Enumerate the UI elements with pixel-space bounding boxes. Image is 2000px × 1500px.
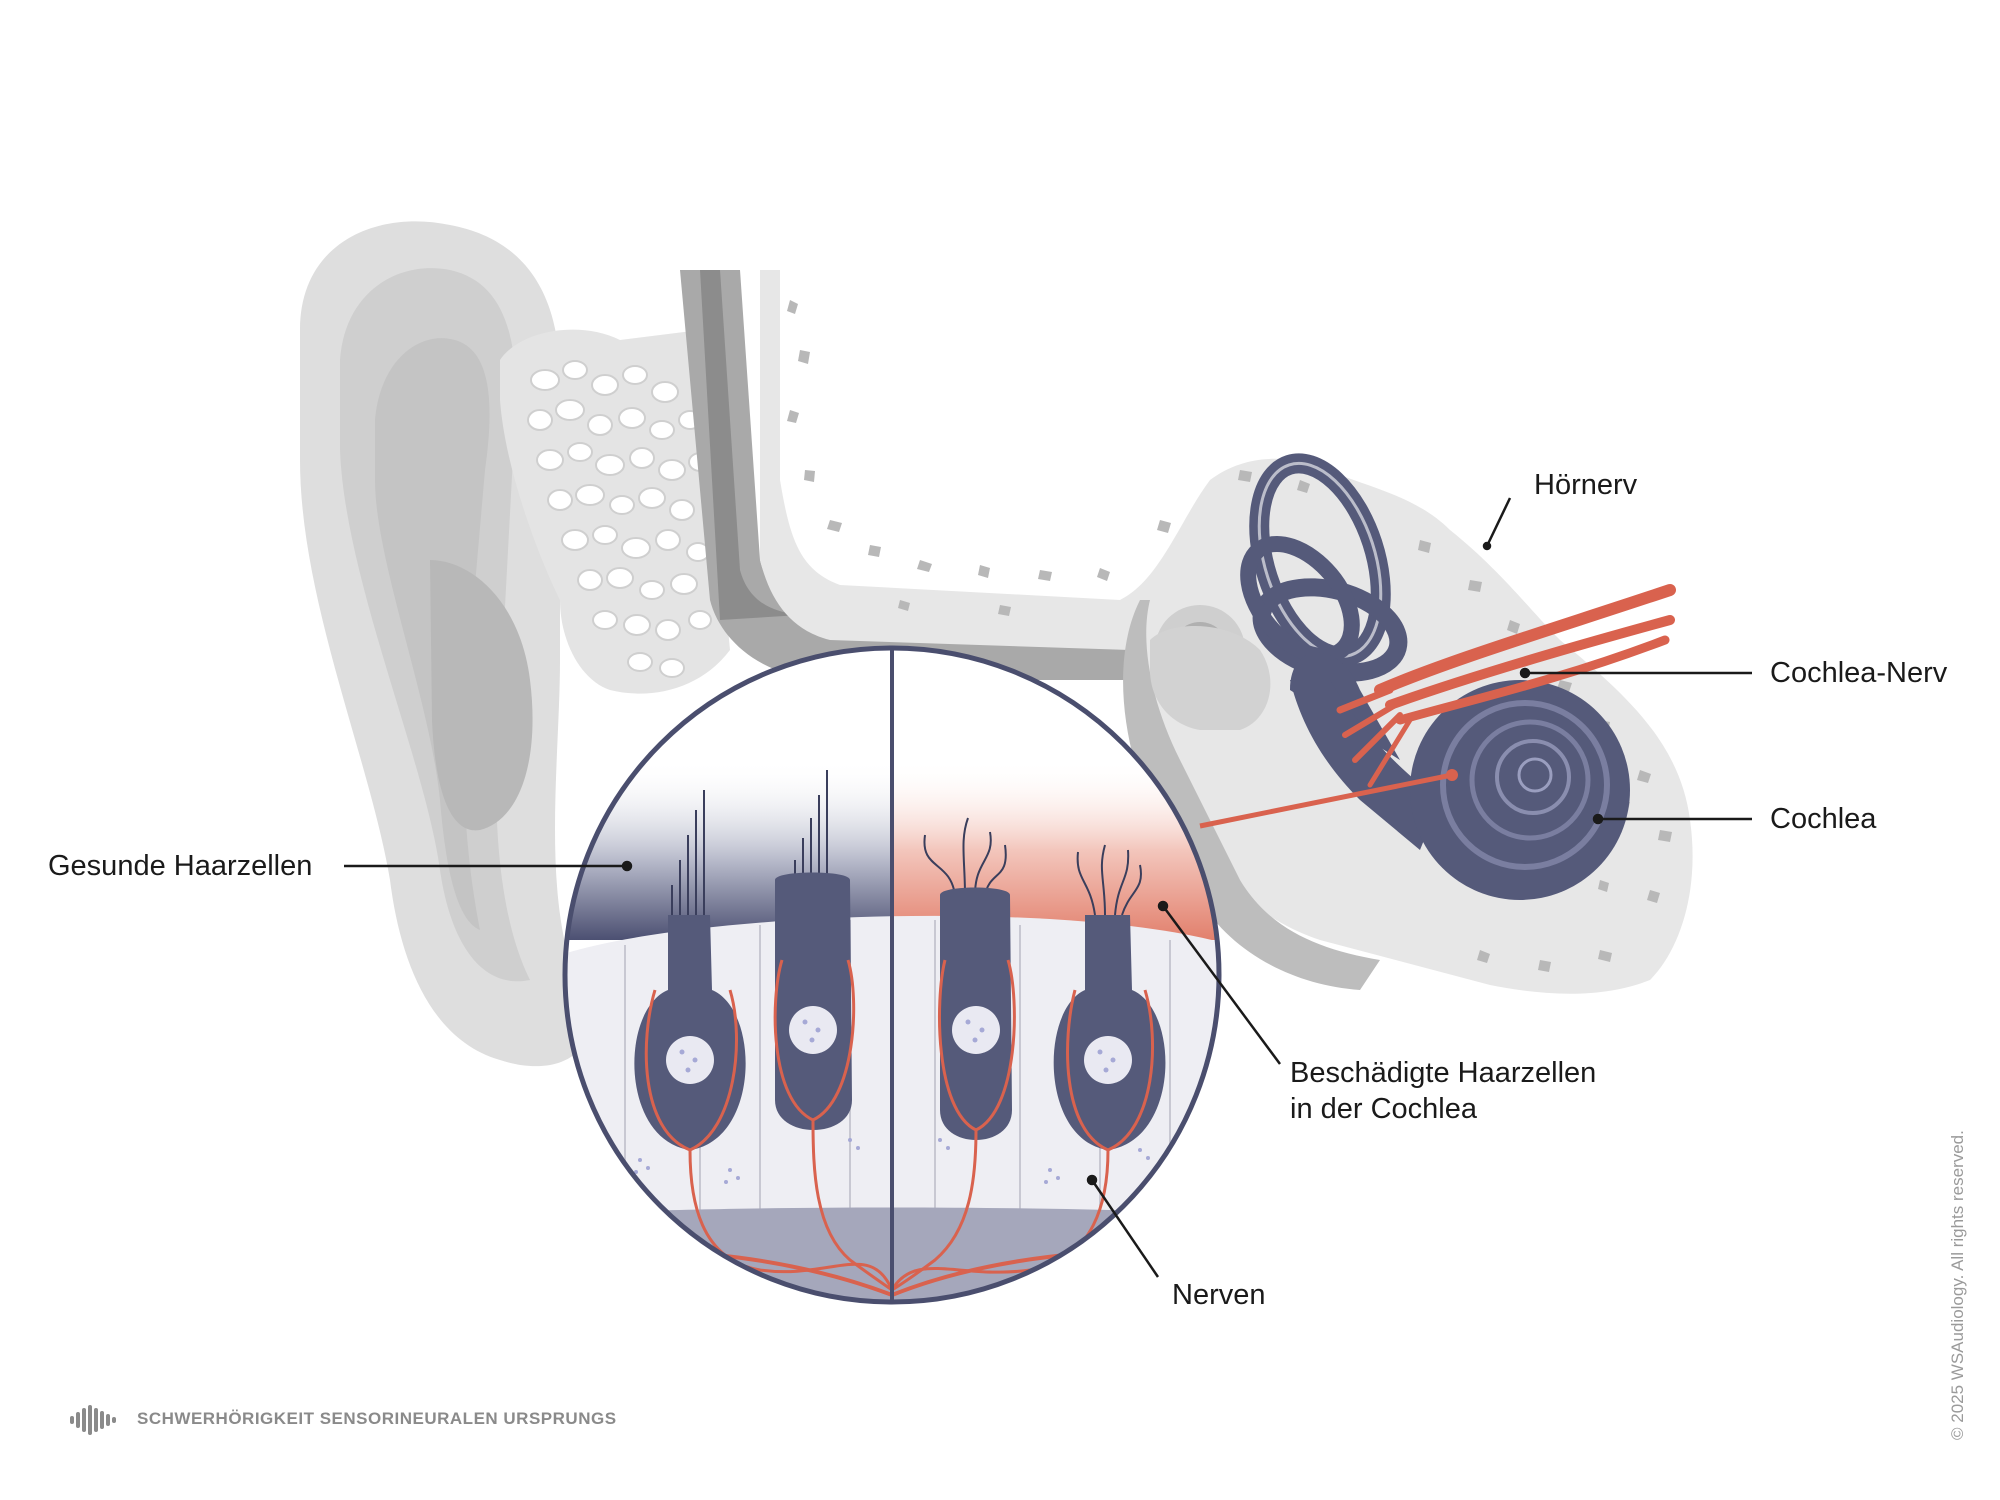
copyright-notice: © 2025 WSAudiology. All rights reserved. bbox=[1948, 1130, 1967, 1440]
label-cochlea-nerv: Cochlea-Nerv bbox=[1770, 657, 1948, 689]
footer-title: SCHWERHÖRIGKEIT SENSORINEURALEN URSPRUNG… bbox=[137, 1409, 617, 1428]
zoom-pointer-dot bbox=[1446, 769, 1458, 781]
zoom-pointer-line bbox=[1199, 772, 1453, 829]
label-beschaedigte-line1: Beschädigte Haarzellen bbox=[1290, 1057, 1597, 1089]
label-gesunde-haarzellen: Gesunde Haarzellen bbox=[48, 850, 313, 882]
healthy-hair-cells bbox=[634, 770, 852, 1150]
middle-ear bbox=[1123, 600, 1380, 990]
label-nerven: Nerven bbox=[1172, 1279, 1266, 1311]
soft-tissue bbox=[500, 329, 730, 694]
damaged-hair-cells bbox=[923, 817, 1166, 1150]
sound-wave-icon bbox=[70, 1405, 116, 1435]
label-beschaedigte-haarzellen: Beschädigte Haarzellen in der Cochlea bbox=[1290, 1055, 1596, 1127]
zoom-circle-outline bbox=[562, 645, 1222, 1305]
semicircular-canals bbox=[1240, 453, 1408, 682]
magnified-hair-cells bbox=[562, 645, 1222, 1305]
label-beschaedigte-line2: in der Cochlea bbox=[1290, 1093, 1477, 1125]
auditory-nerve bbox=[1336, 584, 1676, 788]
label-cochlea: Cochlea bbox=[1770, 803, 1877, 835]
label-hoernerv: Hörnerv bbox=[1534, 469, 1638, 501]
leader-lines bbox=[344, 497, 1752, 1278]
